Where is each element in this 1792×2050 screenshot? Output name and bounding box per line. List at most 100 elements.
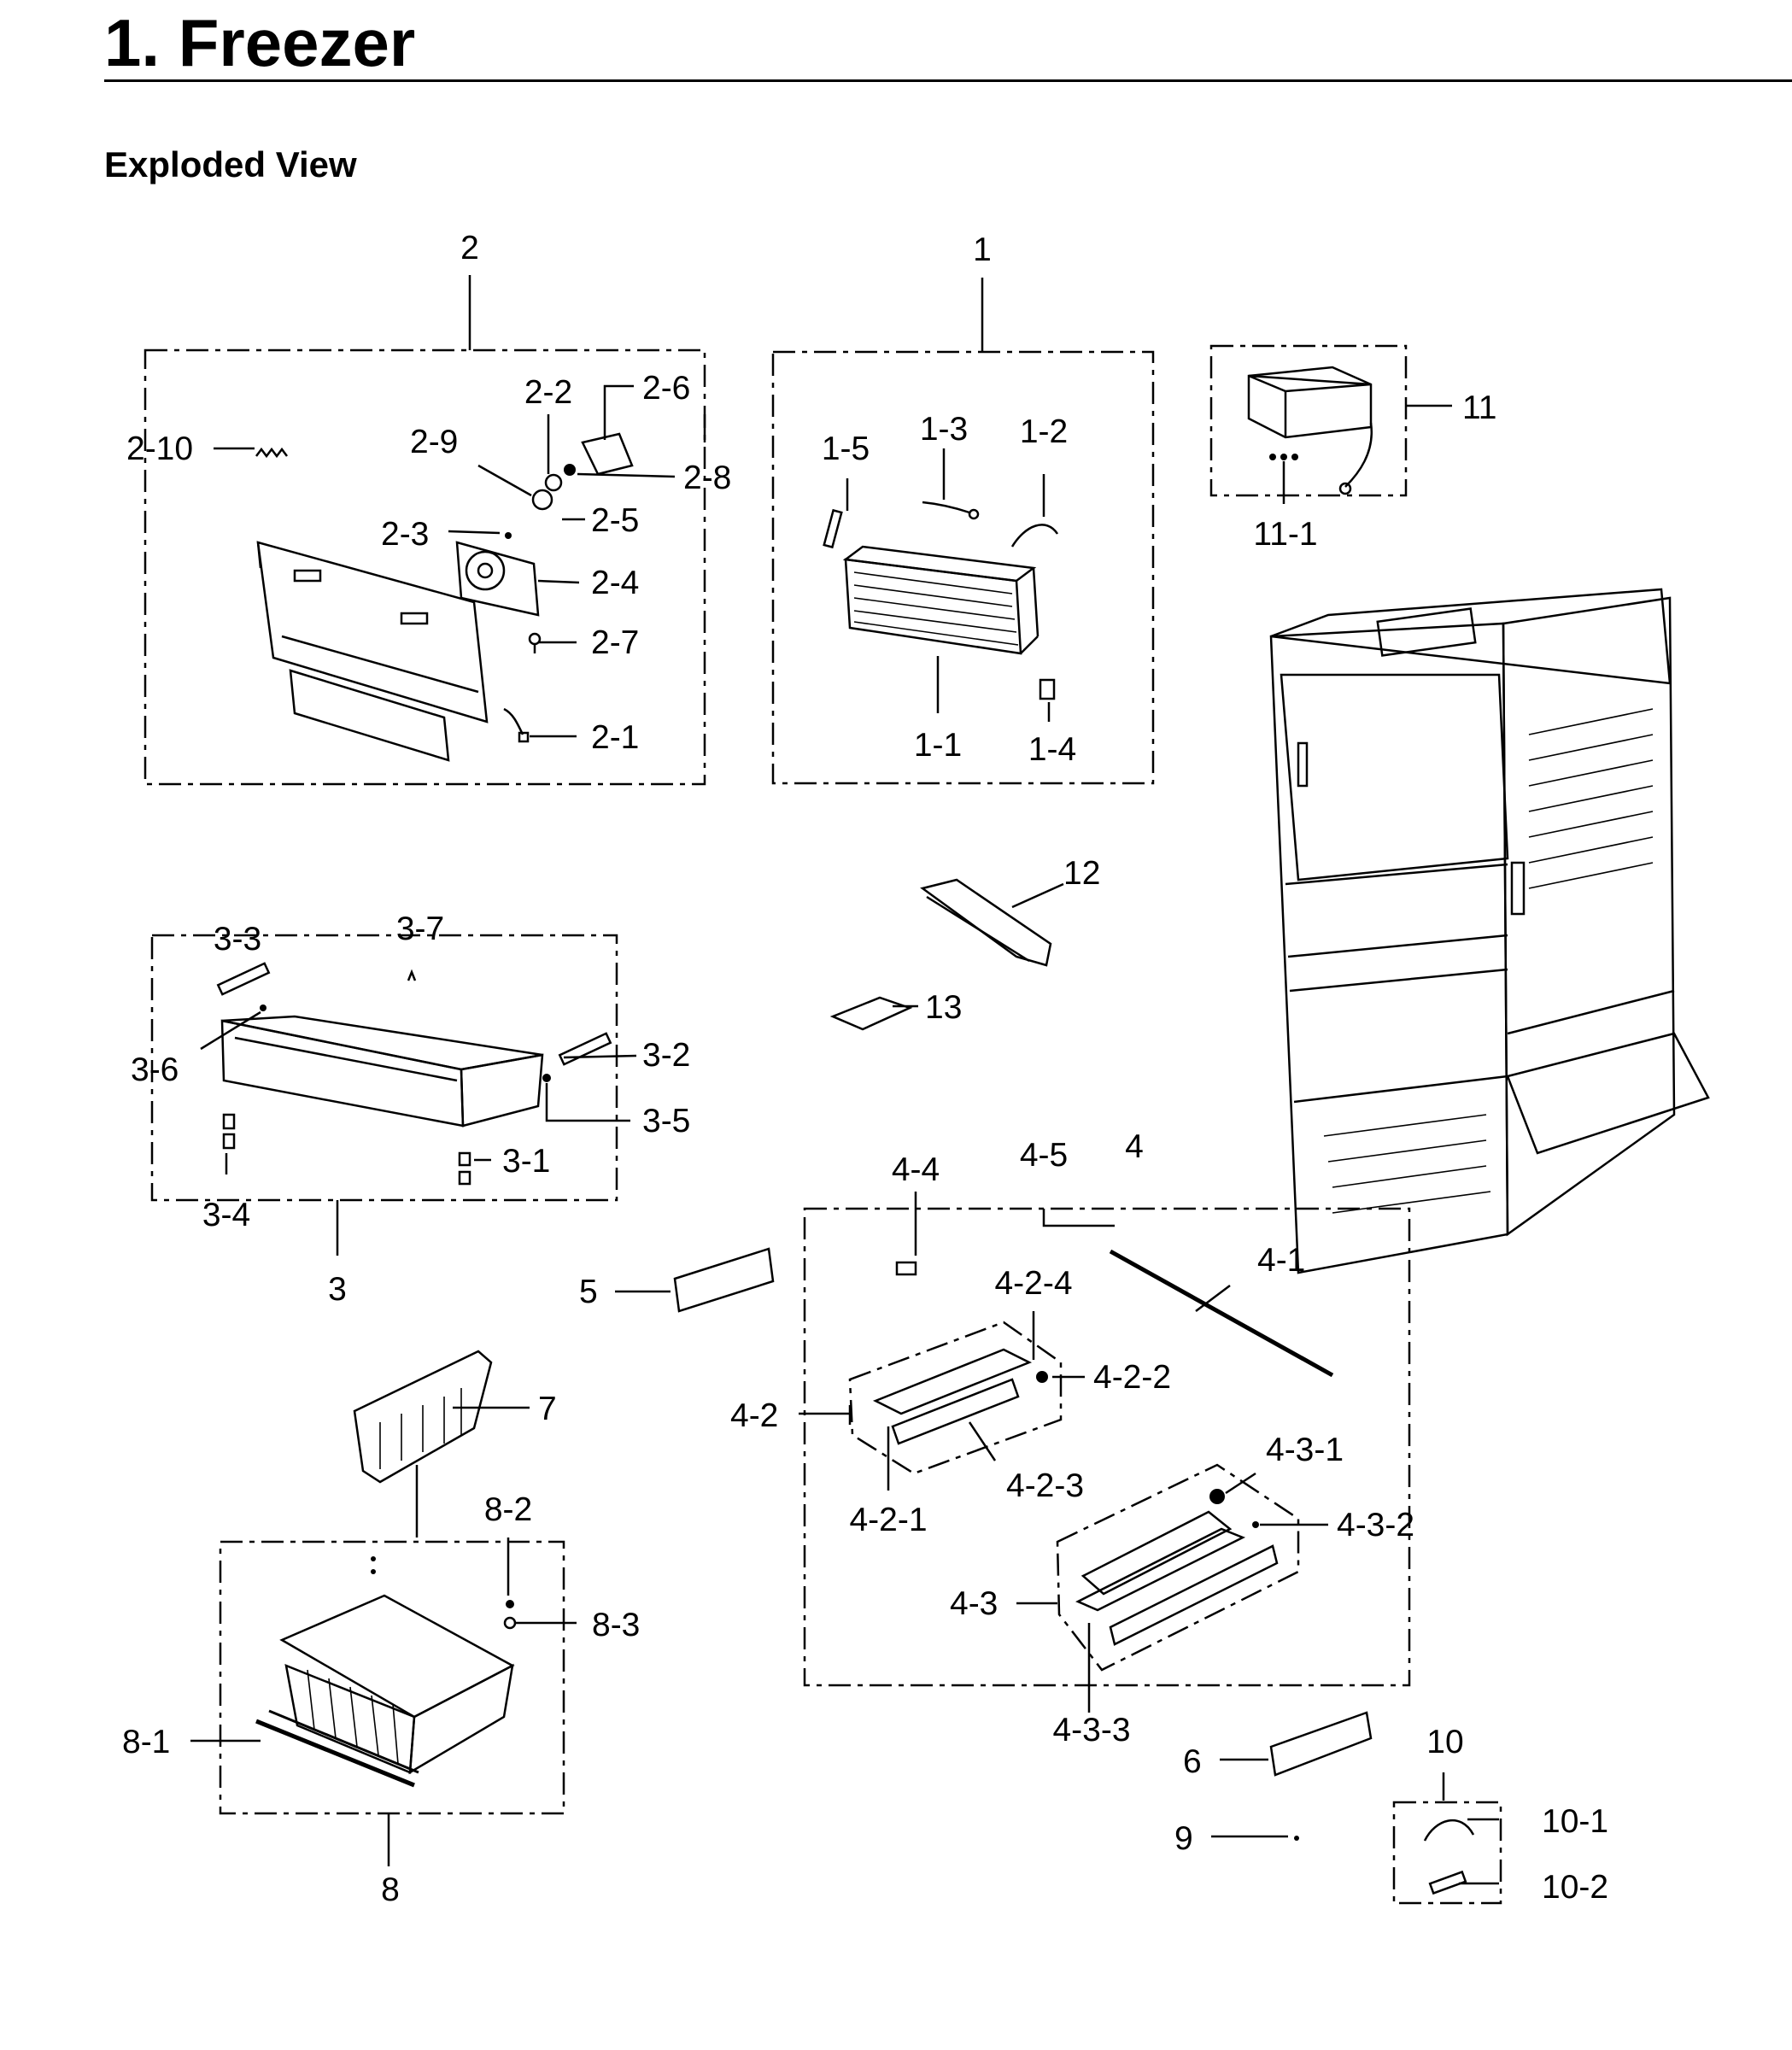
harness-10-1 (1423, 1819, 1475, 1842)
fan-motor-parts (505, 432, 634, 653)
callout-2-6: 2-6 (642, 370, 690, 407)
callout-4-2-4: 4-2-4 (994, 1265, 1072, 1302)
group-8-box (219, 1540, 565, 1815)
callout-4-3-1: 4-3-1 (1266, 1432, 1344, 1468)
basket-small-parts (371, 1556, 517, 1630)
group-10-box (1392, 1801, 1502, 1905)
fuse-1-4 (1039, 678, 1056, 700)
group-4-2-box (848, 1321, 1063, 1475)
leader-lines (190, 275, 1499, 1885)
lower-basket (279, 1594, 515, 1775)
callout-4-2-1: 4-2-1 (849, 1502, 927, 1538)
callout-4-3-3: 4-3-3 (1052, 1712, 1130, 1748)
ice-maker-screws (1269, 454, 1298, 460)
sensor-10-2 (1428, 1870, 1467, 1895)
screw-9 (1294, 1836, 1299, 1841)
callout-3-5: 3-5 (642, 1103, 690, 1139)
callout-2-10: 2-10 (126, 430, 193, 467)
callout-2-1: 2-1 (591, 719, 639, 756)
rail-4-2 (872, 1348, 1048, 1445)
callout-4-2: 4-2 (730, 1397, 778, 1434)
basket-rails-8-1 (255, 1709, 419, 1788)
callout-6: 6 (1183, 1743, 1202, 1780)
group-11-box (1209, 344, 1408, 497)
callout-4-2-2: 4-2-2 (1093, 1359, 1171, 1396)
callout-1-4: 1-4 (1028, 731, 1076, 768)
callout-2: 2 (460, 230, 479, 266)
screws-2-10 (255, 447, 288, 459)
callout-2-5: 2-5 (591, 502, 639, 539)
callout-3: 3 (328, 1271, 347, 1308)
callout-2-7: 2-7 (591, 624, 639, 661)
callout-5: 5 (579, 1274, 598, 1310)
harness-1-3 (922, 501, 980, 520)
callout-10-2: 10-2 (1542, 1869, 1608, 1906)
callout-2-9: 2-9 (410, 424, 458, 460)
cover-5 (673, 1247, 775, 1313)
callout-labels: 2 1 2-10 2-2 2-6 2-9 2-8 2-5 2-3 2-4 2-7… (122, 230, 1608, 1908)
callout-9: 9 (1174, 1820, 1193, 1857)
callout-12: 12 (1063, 855, 1100, 892)
callout-3-3: 3-3 (214, 921, 261, 958)
callout-3-1: 3-1 (502, 1143, 550, 1180)
group-3-box (150, 934, 618, 1202)
group-1-box (771, 350, 1155, 785)
page-title: 1. Freezer (104, 5, 416, 80)
part-13 (829, 996, 913, 1031)
rail-3-2 (558, 1032, 612, 1066)
group-4-box (803, 1207, 1411, 1687)
callout-10: 10 (1426, 1724, 1463, 1760)
callout-11-1: 11-1 (1253, 516, 1317, 553)
callout-2-3: 2-3 (381, 516, 429, 553)
callout-3-4: 3-4 (202, 1197, 250, 1233)
group-2-box (143, 348, 706, 786)
cabinet-assembly (1269, 588, 1710, 1274)
callout-1-2: 1-2 (1020, 413, 1068, 450)
callout-4-3: 4-3 (950, 1585, 998, 1622)
callout-4: 4 (1125, 1128, 1144, 1165)
callout-4-1: 4-1 (1257, 1242, 1305, 1279)
callout-4-3-2: 4-3-2 (1337, 1507, 1414, 1543)
fan-assembly (455, 541, 540, 617)
callout-2-4: 2-4 (591, 565, 639, 601)
group-4-3-box (1056, 1463, 1300, 1672)
sensor-1-5 (823, 508, 843, 549)
bar-4-1 (1109, 1249, 1334, 1378)
drawer-small-parts (222, 969, 551, 1186)
callout-1-5: 1-5 (822, 430, 870, 467)
rail-3-3 (216, 962, 271, 996)
callout-4-4: 4-4 (892, 1151, 940, 1188)
section-subtitle: Exploded View (104, 144, 357, 184)
harness-1-2 (1010, 524, 1059, 548)
rail-4-3 (1075, 1489, 1279, 1646)
cover-6 (1269, 1711, 1373, 1777)
pad-4-4 (895, 1261, 917, 1276)
callout-4-2-3: 4-2-3 (1006, 1467, 1084, 1504)
callout-8-3: 8-3 (592, 1607, 640, 1643)
callout-2-2: 2-2 (524, 374, 572, 411)
basket-divider-7 (353, 1350, 493, 1484)
callout-8-2: 8-2 (484, 1491, 532, 1528)
harness-2-1 (503, 707, 530, 743)
callout-3-6: 3-6 (131, 1051, 179, 1088)
callout-10-1: 10-1 (1542, 1803, 1608, 1840)
callout-2-8: 2-8 (683, 460, 731, 496)
callout-3-7: 3-7 (396, 911, 444, 947)
callout-8-1: 8-1 (122, 1724, 170, 1760)
evaporator-assembly (842, 545, 1039, 655)
callout-1-1: 1-1 (914, 727, 962, 764)
rear-evaporator-cover (256, 541, 489, 762)
title-rule (104, 79, 1792, 82)
upper-drawer (220, 1015, 544, 1128)
handle-bar-12 (920, 878, 1052, 967)
callout-8: 8 (381, 1871, 400, 1908)
callout-1-3: 1-3 (920, 411, 968, 448)
ice-maker (1247, 366, 1373, 495)
callout-7: 7 (538, 1391, 557, 1427)
callout-13: 13 (925, 989, 962, 1026)
callout-3-2: 3-2 (642, 1037, 690, 1074)
callout-4-5: 4-5 (1020, 1137, 1068, 1174)
callout-11: 11 (1462, 390, 1497, 426)
callout-1: 1 (973, 231, 992, 268)
